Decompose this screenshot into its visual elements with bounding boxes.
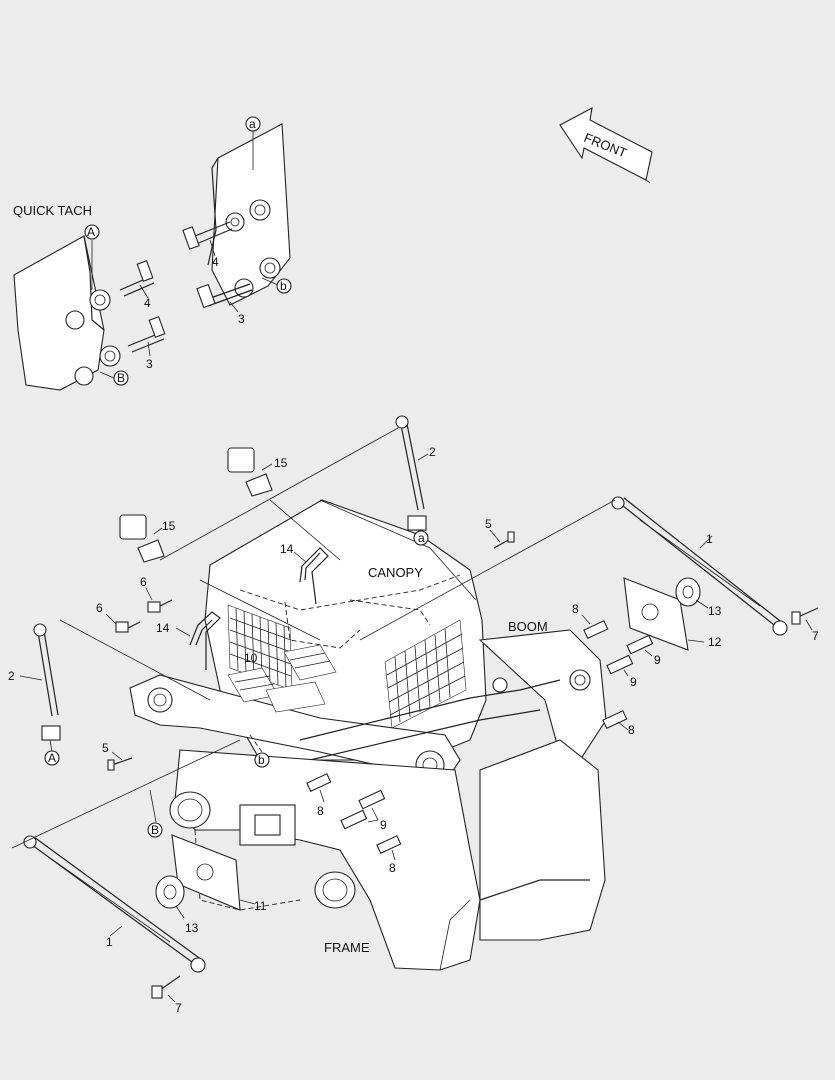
ref-B-bottom: B (151, 823, 159, 837)
cylinder-2-top: 2 a (395, 415, 436, 546)
callout-1-left: 1 (106, 935, 113, 949)
callout-8-b: 8 (628, 723, 635, 737)
callout-9-b: 9 (630, 675, 637, 689)
callout-15-lower: 15 (162, 519, 176, 533)
callout-4-lower: 4 (144, 296, 151, 310)
canopy-label: CANOPY (368, 565, 423, 580)
callout-2-top: 2 (429, 445, 436, 459)
work-lights-15: 15 15 (119, 447, 288, 563)
callout-2-left: 2 (8, 669, 15, 683)
callout-5-left: 5 (102, 741, 109, 755)
callout-12: 12 (708, 635, 722, 649)
ref-b-top: b (280, 279, 287, 293)
pin-5-top: 5 (485, 517, 515, 549)
callout-7-left: 7 (175, 1001, 182, 1015)
callout-15-upper: 15 (274, 456, 288, 470)
ref-a-top: a (249, 117, 256, 131)
callout-13-right: 13 (708, 604, 722, 618)
callout-3-lower: 3 (146, 357, 153, 371)
callout-8-d: 8 (389, 861, 396, 875)
callout-9-a: 9 (654, 653, 661, 667)
callout-9-c: 9 (380, 818, 387, 832)
bushings-8-9: 8 8 8 8 9 9 9 (306, 602, 661, 875)
callout-11: 11 (254, 899, 267, 913)
quick-tach-label: QUICK TACH (13, 203, 92, 218)
ref-a-bottom: a (418, 531, 425, 545)
pin-7: 7 7 (151, 607, 819, 1015)
callout-14-lower: 14 (156, 621, 170, 635)
quick-tach-assembly: 4 4 3 3 A a b B (13, 116, 292, 391)
callout-14-upper: 14 (280, 542, 294, 556)
frame: FRAME (169, 739, 606, 971)
ref-b-bottom: b (258, 753, 265, 767)
ref-B-top: B (117, 371, 125, 385)
callout-8-c: 8 (317, 804, 324, 818)
callout-6-upper: 6 (140, 575, 147, 589)
cylinder-2-left: 2 A (8, 623, 61, 766)
bolt-6: 6 6 (96, 575, 173, 633)
callout-5-top: 5 (485, 517, 492, 531)
pin-5-left: 5 (102, 741, 133, 771)
floor-mats-10: 10 (227, 644, 337, 713)
callout-13-left: 13 (185, 921, 199, 935)
ref-A-top: A (87, 225, 95, 239)
callout-4-upper: 4 (212, 255, 219, 269)
cover-11-13-left: 11 13 (155, 834, 267, 935)
boom: BOOM (129, 619, 607, 791)
cylinder-1-left: 1 (23, 835, 206, 973)
front-arrow: FRONT (559, 106, 653, 184)
callout-7-right: 7 (812, 629, 819, 643)
assembly-reference-lines (11, 427, 616, 849)
cover-12-13-right: 12 13 (623, 577, 722, 651)
callout-3-upper: 3 (238, 312, 245, 326)
ref-A-bottom: A (48, 751, 56, 765)
grab-handles-14: 14 14 (156, 542, 329, 670)
callout-8-a: 8 (572, 602, 579, 616)
boom-label: BOOM (508, 619, 548, 634)
callout-6-lower: 6 (96, 601, 103, 615)
frame-label: FRAME (324, 940, 370, 955)
callout-10: 10 (244, 651, 258, 665)
callout-1-right: 1 (706, 532, 713, 546)
